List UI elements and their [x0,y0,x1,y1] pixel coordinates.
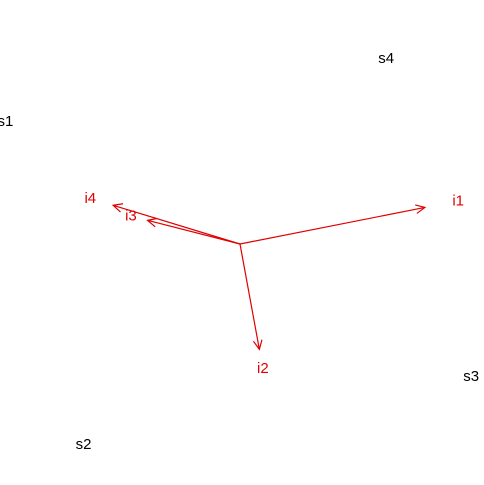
loading-arrowhead-i3 [146,217,158,228]
loading-arrow-i4 [111,203,241,245]
observation-label-s1: s1 [0,113,13,130]
loading-arrow-i2 [239,243,263,351]
loading-arrow-i1 [239,204,427,245]
observation-label-s3: s3 [463,368,479,385]
loading-arrowhead-i2 [252,339,263,351]
loading-label-i3: i3 [125,208,137,225]
loading-shaft-i1 [239,206,426,245]
loading-shaft-i2 [239,243,260,350]
observation-label-s2: s2 [76,436,92,453]
loading-arrowhead-i4 [111,203,124,213]
loading-label-i1: i1 [452,192,464,209]
loading-shaft-i4 [112,204,241,245]
loading-arrowhead-i1 [415,204,427,214]
loading-shaft-i3 [147,219,241,245]
observation-label-s4: s4 [378,50,394,67]
loading-label-i2: i2 [257,360,269,377]
loading-label-i4: i4 [84,190,96,207]
loading-arrow-i3 [146,217,241,245]
